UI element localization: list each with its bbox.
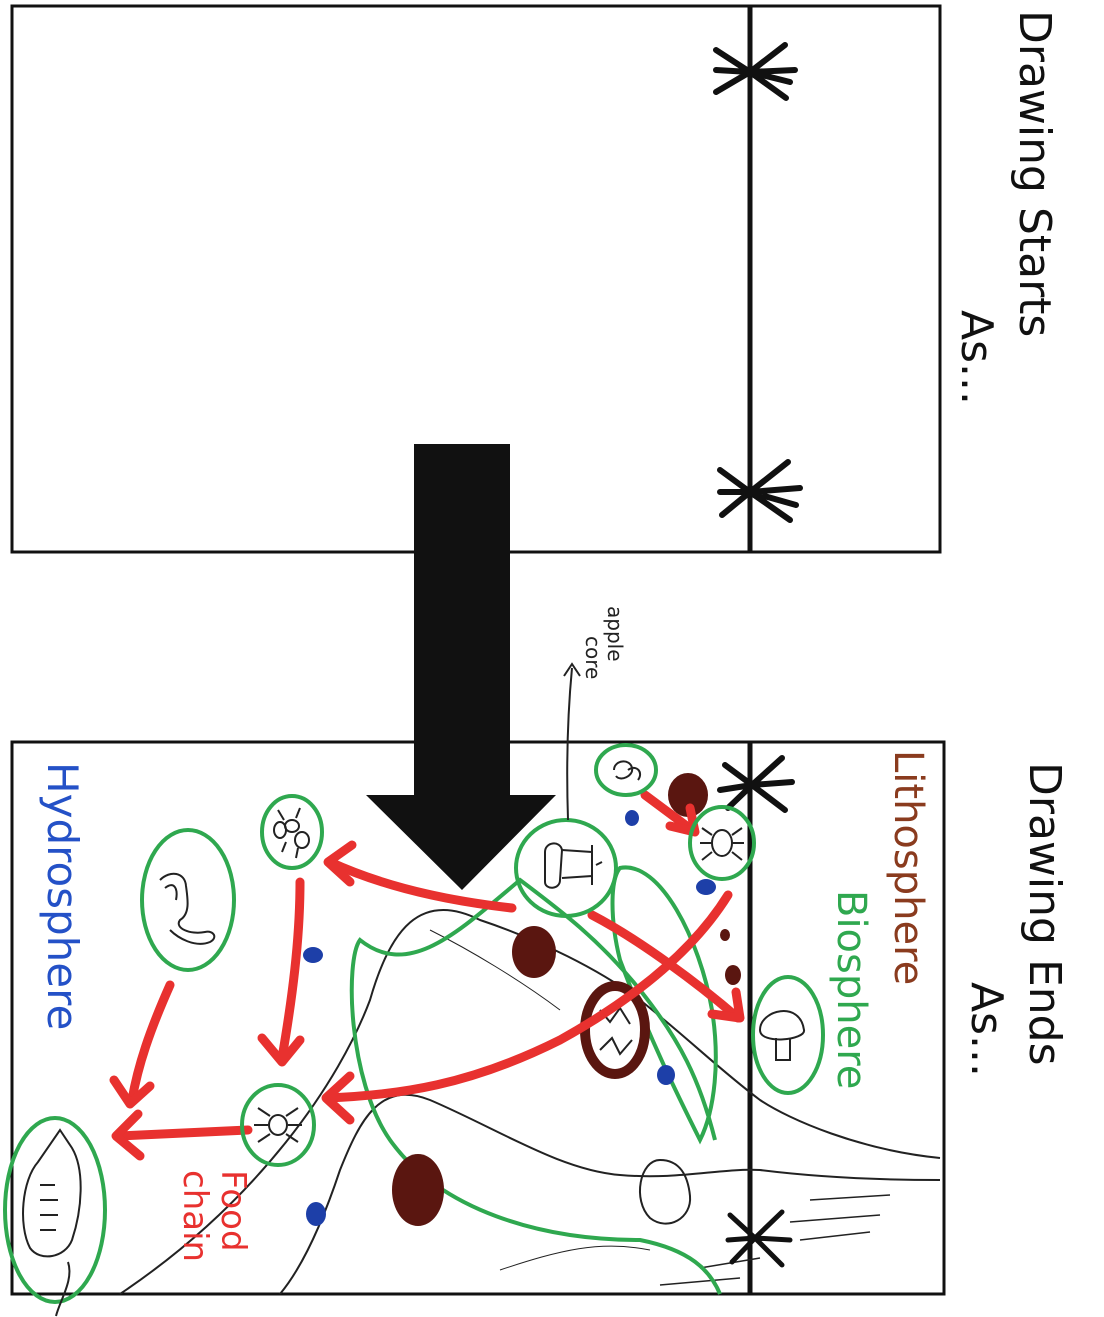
- biosphere-label: Biosphere: [828, 890, 874, 1089]
- arrowhead-icon: [111, 1109, 145, 1161]
- arrowhead-icon: [563, 662, 581, 677]
- mushroom-circle: [751, 975, 825, 1095]
- ant-icon: [273, 807, 310, 859]
- food-chain-arrow: [127, 980, 175, 1105]
- mite-icon: [700, 827, 744, 861]
- seed-icon: [613, 760, 642, 781]
- worm-burrow-icon: [580, 981, 650, 1079]
- end-panel-frame: [10, 740, 946, 1296]
- arrowhead-icon: [257, 1033, 305, 1067]
- grass-tuft-icon: [717, 755, 795, 813]
- organism-circles: [3, 743, 825, 1304]
- grass-tuft-icon: [713, 42, 798, 101]
- arrowhead-icon: [665, 803, 700, 837]
- stream-biosphere-outline-inner: [610, 865, 718, 1145]
- food-chain-arrow: [323, 890, 733, 1103]
- grass-tuft-icon: [725, 1209, 793, 1268]
- apple-core-circle: [514, 818, 618, 918]
- start-panel: Drawing Starts As...: [10, 4, 1060, 554]
- food-chain-arrow: [325, 857, 517, 913]
- seed-circle: [594, 743, 658, 797]
- end-panel: Lithosphere Biosphere Hydrosphere Food c…: [3, 606, 1070, 1317]
- food-chain-arrow: [115, 1125, 253, 1141]
- start-caption: Drawing Starts As...: [951, 10, 1060, 405]
- water-drop-icon: [306, 1202, 326, 1226]
- arrowhead-icon: [321, 1071, 355, 1125]
- apple-core-label: apple core: [581, 606, 627, 679]
- ant-circle: [260, 794, 324, 870]
- mite-circle: [688, 805, 756, 881]
- spider-circle: [240, 1083, 316, 1167]
- arrowhead-icon: [323, 840, 357, 887]
- water-drop-icon: [625, 810, 639, 826]
- arrowhead-icon: [109, 1075, 155, 1109]
- water-drop-icon: [303, 947, 323, 963]
- worm-circle: [140, 828, 236, 972]
- mouse-circle: [3, 1116, 107, 1304]
- transition-arrow: [366, 444, 556, 890]
- water-drop-icon: [696, 879, 716, 895]
- grass-tuft-icon: [717, 459, 803, 523]
- food-chain-arrow: [640, 790, 697, 835]
- soil-clump: [668, 773, 708, 817]
- rock-icon: [638, 1158, 692, 1225]
- hydrosphere-label: Hydrosphere: [38, 762, 87, 1030]
- food-chain-arrows: [109, 790, 745, 1161]
- soil-clump: [725, 965, 741, 985]
- soil-clumps: [392, 773, 741, 1226]
- food-chain-label: Food chain: [175, 1170, 253, 1262]
- mushroom-icon: [758, 1010, 805, 1061]
- soil-clump: [512, 926, 556, 978]
- arrowhead-icon: [707, 987, 745, 1023]
- food-chain-arrow: [277, 877, 305, 1063]
- spider-icon: [254, 1107, 302, 1143]
- mouse-icon: [22, 1128, 82, 1317]
- soil-clump: [392, 1154, 444, 1226]
- food-chain-arrow: [587, 910, 743, 1023]
- end-caption: Drawing Ends As...: [961, 762, 1070, 1080]
- apple-core-pointer: [566, 667, 573, 821]
- water-drop-icon: [657, 1065, 675, 1085]
- soil-clump: [720, 929, 730, 941]
- apple-core-icon: [544, 842, 603, 889]
- lithosphere-label: Lithosphere: [885, 750, 931, 985]
- water-drops: [303, 810, 716, 1226]
- worm-icon: [159, 872, 216, 945]
